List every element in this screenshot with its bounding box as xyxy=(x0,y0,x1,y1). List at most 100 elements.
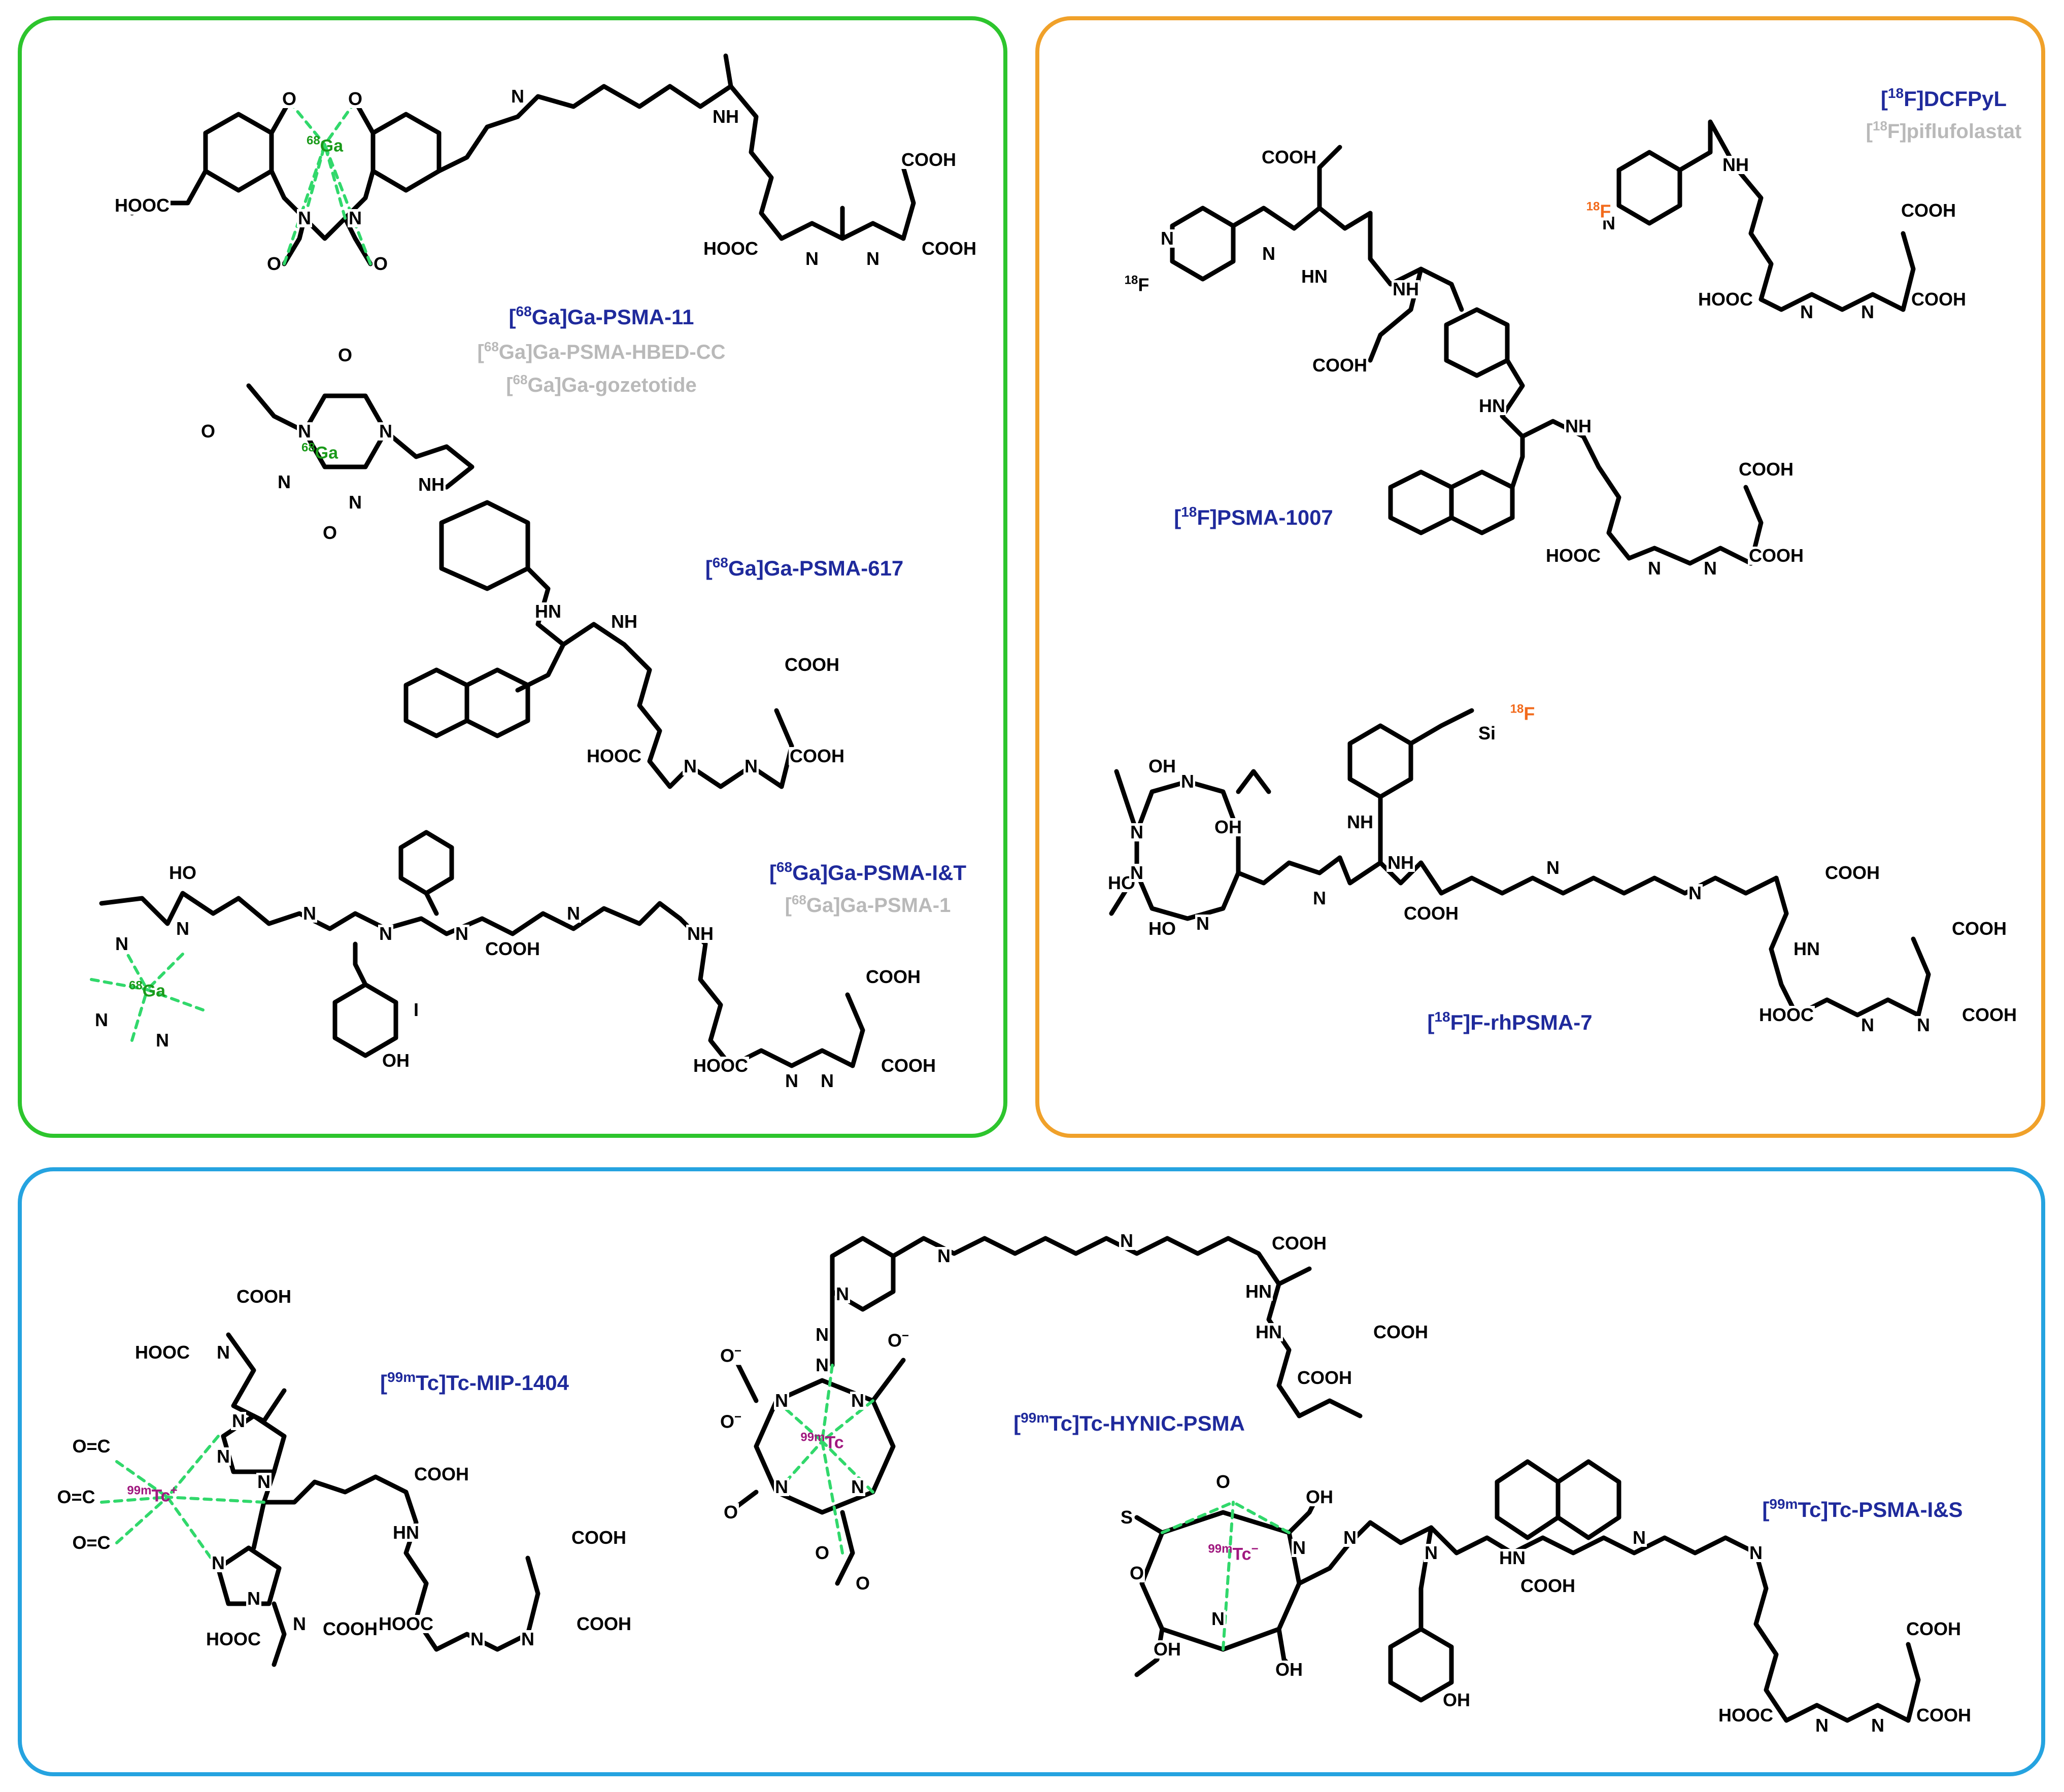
atom-label: N xyxy=(815,1356,830,1374)
atom-label: N xyxy=(292,1615,307,1633)
atom-label: COOH xyxy=(1261,148,1317,166)
atom-label: N xyxy=(348,493,363,512)
atom-label: HN xyxy=(1498,1549,1527,1567)
atom-label: HOOC xyxy=(1545,547,1602,565)
f18-atom: 18F xyxy=(1509,703,1536,723)
atom-label: N xyxy=(1632,1529,1647,1547)
compound-name-hynic-psma: [99mTc]Tc-HYNIC-PSMA xyxy=(1013,1411,1245,1434)
compound-alias: [68Ga]Ga-PSMA-1 xyxy=(785,893,951,916)
atom-label: HOOC xyxy=(205,1630,262,1648)
gallium-atom: 68Ga xyxy=(128,980,166,1000)
atom-label: N xyxy=(297,422,312,441)
atom-label: N xyxy=(348,209,363,227)
dcfpyl-structure xyxy=(1619,122,1913,310)
atom-label: OH xyxy=(1213,818,1243,836)
atom-label: O xyxy=(1129,1564,1145,1582)
atom-label: N xyxy=(302,904,317,923)
atom-label: N xyxy=(1342,1529,1358,1547)
atom-label: I xyxy=(413,1001,420,1019)
atom-label: N xyxy=(1860,303,1875,321)
atom-label: COOH xyxy=(865,968,922,986)
atom-label: COOH xyxy=(1905,1620,1962,1638)
compound-alias: [68Ga]Ga-gozetotide xyxy=(506,373,697,395)
atom-label: NH xyxy=(1386,854,1415,872)
gallium-atom: 68Ga xyxy=(300,442,339,462)
atom-label: O xyxy=(281,90,297,108)
atom-label: N xyxy=(297,209,312,227)
atom-label: N xyxy=(155,1031,170,1050)
atom-label: O xyxy=(723,1503,739,1521)
compound-name-rhpsma-7: [18F]F-rhPSMA-7 xyxy=(1427,1010,1592,1033)
atom-label: N xyxy=(1160,229,1175,248)
atom-label: O xyxy=(855,1574,871,1593)
atom-label: COOH xyxy=(1403,904,1460,923)
gallium-atom: 68Ga xyxy=(306,135,344,155)
technetium-atom: 99mTc+ xyxy=(126,1485,178,1505)
atom-label: Si xyxy=(1477,724,1497,742)
atom-label: COOH xyxy=(784,656,840,674)
atom-label: N xyxy=(1799,303,1814,321)
atom-label: N xyxy=(774,1478,789,1496)
atom-label: N xyxy=(520,1630,535,1648)
atom-label: NH xyxy=(1721,156,1750,174)
atom-label: O xyxy=(1215,1473,1231,1491)
atom-label: HOOC xyxy=(1717,1706,1774,1725)
atom-label: N xyxy=(743,757,759,775)
atom-label: NH xyxy=(610,613,638,631)
atom-label: COOH xyxy=(1961,1006,2018,1024)
atom-label: O xyxy=(322,524,338,542)
atom-label: N xyxy=(211,1554,226,1572)
atom-label: N xyxy=(1129,864,1144,882)
atom-label: HN xyxy=(1300,267,1329,286)
atom-label: N xyxy=(815,1326,830,1344)
atom-label: O xyxy=(266,255,282,273)
atom-label: N xyxy=(1870,1716,1885,1735)
atom-label: OH xyxy=(1442,1691,1471,1709)
atom-label: N xyxy=(774,1392,789,1410)
atom-label: COOH xyxy=(484,940,541,958)
atom-label: NH xyxy=(686,925,715,943)
atom-label: N xyxy=(1703,559,1718,578)
atom-label: COOH xyxy=(1910,290,1967,309)
atom-label: COOH xyxy=(1372,1323,1429,1341)
atom-label: N xyxy=(1916,1016,1931,1034)
atom-label: N xyxy=(835,1285,850,1303)
compound-name-psma-11: [68Ga]Ga-PSMA-11 xyxy=(509,305,694,328)
technetium-atom: 99mTc− xyxy=(1207,1543,1259,1563)
atom-label: N xyxy=(1292,1539,1307,1557)
atom-label: N xyxy=(277,473,292,491)
atom-label: HO xyxy=(168,864,197,882)
atom-label: N xyxy=(850,1478,865,1496)
atom-label: N xyxy=(1545,859,1561,877)
atom-label: O=C xyxy=(71,1534,111,1552)
compound-name-psma-617: [68Ga]Ga-PSMA-617 xyxy=(705,556,904,579)
atom-label: HOOC xyxy=(702,240,759,258)
atom-label: N xyxy=(216,1343,231,1362)
atom-label: COOH xyxy=(322,1620,379,1638)
atom-label: S xyxy=(1120,1508,1134,1527)
atom-label: HOOC xyxy=(1697,290,1754,309)
atom-label: HO xyxy=(1147,920,1177,938)
atom-label: COOH xyxy=(789,747,845,765)
atom-label: O− xyxy=(719,1345,742,1365)
f18-atom: 18F xyxy=(1585,201,1612,221)
atom-label: COOH xyxy=(880,1057,937,1075)
atom-label: HOOC xyxy=(114,196,171,215)
atom-label: HOOC xyxy=(692,1057,749,1075)
atom-label: N xyxy=(510,87,525,106)
compound-name-psma-ias: [99mTc]Tc-PSMA-I&S xyxy=(1762,1497,1963,1520)
atom-label: OH xyxy=(381,1052,411,1070)
atom-label: N xyxy=(850,1392,865,1410)
atom-label: COOH xyxy=(1951,920,2008,938)
atom-label: N xyxy=(820,1072,835,1090)
atom-label: O xyxy=(347,90,363,108)
atom-label: COOH xyxy=(413,1465,470,1483)
atom-label: N xyxy=(1814,1716,1830,1735)
atom-label: N xyxy=(231,1412,246,1430)
atom-label: 18F xyxy=(1124,275,1151,294)
atom-label: O− xyxy=(887,1330,910,1350)
atom-label: HOOC xyxy=(586,747,642,765)
atom-label: N xyxy=(256,1473,272,1491)
atom-label: N xyxy=(469,1630,485,1648)
